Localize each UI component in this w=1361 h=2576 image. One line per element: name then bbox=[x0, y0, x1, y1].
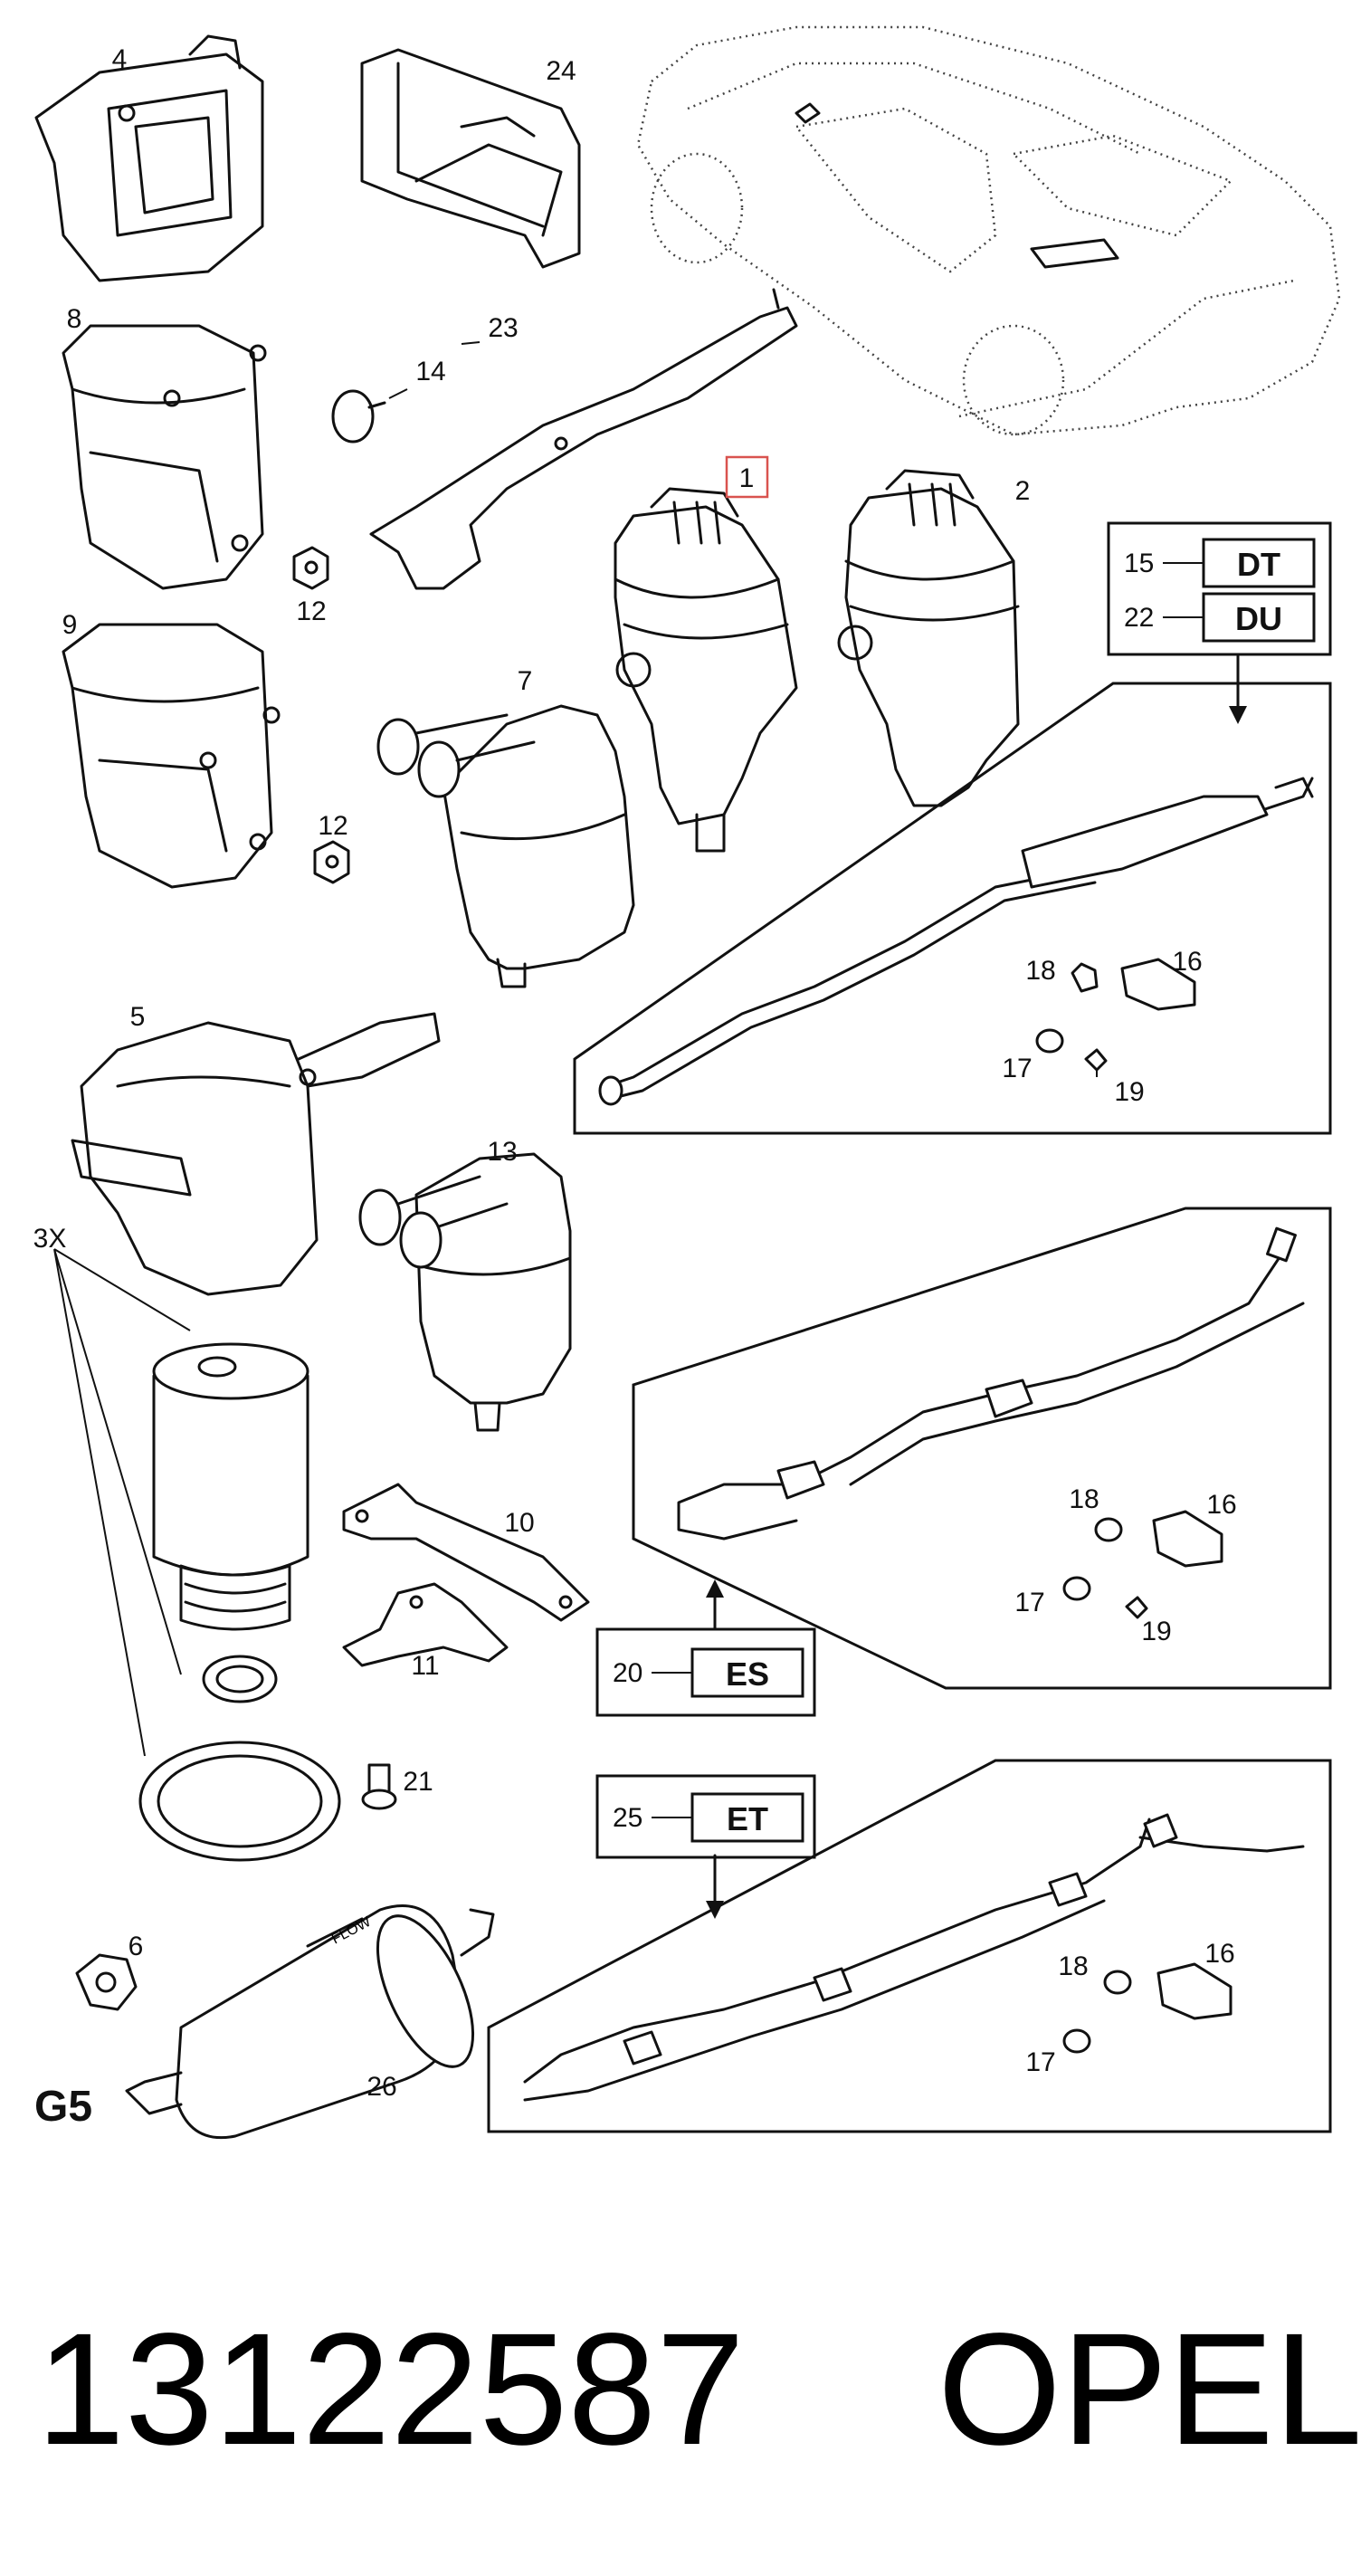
part-3-filter-element bbox=[53, 1248, 341, 1862]
callout-10: 10 bbox=[504, 1508, 534, 1538]
callout-16a: 16 bbox=[1172, 947, 1202, 977]
car-outline-illustration bbox=[636, 25, 1341, 436]
callout-9: 9 bbox=[62, 610, 78, 640]
callout-12b: 12 bbox=[318, 811, 347, 841]
callout-8: 8 bbox=[67, 304, 82, 334]
callout-14: 14 bbox=[415, 357, 445, 386]
part-4-bracket bbox=[34, 34, 264, 282]
part-23-bracket bbox=[369, 288, 798, 590]
part-14-clip bbox=[331, 389, 386, 444]
code-box-dt-du: 15 DT 22 DU bbox=[1107, 521, 1332, 656]
fuel-line-kit-es-frame bbox=[632, 1207, 1332, 1690]
fuel-line-kit-dt-du-frame bbox=[573, 682, 1332, 1135]
callout-7: 7 bbox=[518, 666, 533, 696]
callout-4: 4 bbox=[112, 44, 128, 74]
callout-18c: 18 bbox=[1058, 1951, 1088, 1981]
callout-18a: 18 bbox=[1025, 956, 1055, 986]
part-24-housing bbox=[360, 48, 581, 269]
parts-diagram: FLOW bbox=[33, 25, 1341, 2140]
code-box-22-number: 22 bbox=[1124, 603, 1154, 633]
callout-26: 26 bbox=[366, 2072, 396, 2102]
callout-21: 21 bbox=[403, 1767, 433, 1797]
part-12-nut-b bbox=[313, 840, 350, 884]
fuel-line-kit-et-frame bbox=[487, 1759, 1332, 2133]
part-21-bolt bbox=[361, 1763, 397, 1810]
callout-16b: 16 bbox=[1206, 1490, 1236, 1520]
callout-11: 11 bbox=[411, 1651, 439, 1681]
part-2-filter-housing bbox=[837, 469, 1020, 807]
part-number: 13122587 bbox=[36, 2301, 746, 2478]
callout-19a: 19 bbox=[1114, 1077, 1144, 1107]
part-11-bracket bbox=[342, 1582, 509, 1667]
code-box-15-number: 15 bbox=[1124, 549, 1154, 578]
footer-caption: 13122587 OPEL bbox=[0, 2299, 1361, 2480]
arrow-to-dt-frame bbox=[1229, 654, 1247, 724]
part-12-nut-a bbox=[292, 546, 329, 590]
callout-18b: 18 bbox=[1069, 1484, 1099, 1514]
part-7-fuel-filter bbox=[376, 704, 635, 988]
callout-23: 23 bbox=[488, 313, 518, 343]
part-13-fuel-filter bbox=[358, 1152, 572, 1432]
callout-17c: 17 bbox=[1025, 2047, 1055, 2077]
brand-name: OPEL bbox=[937, 2301, 1361, 2478]
callout-13: 13 bbox=[487, 1137, 517, 1167]
callout-24: 24 bbox=[546, 56, 576, 86]
callout-12a: 12 bbox=[296, 596, 326, 626]
part-1-filter-housing bbox=[614, 487, 798, 853]
part-26-inline-filter: FLOW bbox=[125, 1904, 495, 2140]
callout-14-23-dashes bbox=[388, 341, 481, 399]
part-9-cover bbox=[62, 623, 281, 889]
callout-3x: 3X bbox=[33, 1224, 67, 1254]
callout-17b: 17 bbox=[1014, 1588, 1044, 1617]
callout-17a: 17 bbox=[1002, 1054, 1032, 1083]
code-box-et: 25 ET bbox=[595, 1774, 816, 1859]
callout-5: 5 bbox=[130, 1002, 146, 1032]
code-box-25-number: 25 bbox=[613, 1803, 642, 1833]
callout-19b: 19 bbox=[1141, 1617, 1171, 1646]
group-label-g5: G5 bbox=[34, 2083, 92, 2131]
code-box-dt-label: DT bbox=[1237, 546, 1280, 583]
callout-16c: 16 bbox=[1204, 1939, 1234, 1969]
callout-2: 2 bbox=[1015, 476, 1031, 506]
code-box-es: 20 ES bbox=[595, 1627, 816, 1717]
part-10-bracket bbox=[342, 1483, 590, 1622]
part-6-nut bbox=[75, 1953, 138, 2011]
callout-1-highlight-box bbox=[725, 455, 769, 499]
code-box-du-label: DU bbox=[1235, 600, 1282, 637]
code-box-20-number: 20 bbox=[613, 1658, 642, 1688]
arrow-to-es-frame bbox=[706, 1579, 724, 1631]
callout-1: 1 bbox=[739, 463, 755, 493]
part-5-cover bbox=[71, 1012, 441, 1296]
code-box-et-label: ET bbox=[727, 1800, 768, 1837]
arrow-to-et-frame bbox=[706, 1854, 724, 1919]
part-8-cover bbox=[62, 324, 267, 590]
callout-6: 6 bbox=[128, 1932, 144, 1961]
code-box-es-label: ES bbox=[726, 1655, 769, 1693]
